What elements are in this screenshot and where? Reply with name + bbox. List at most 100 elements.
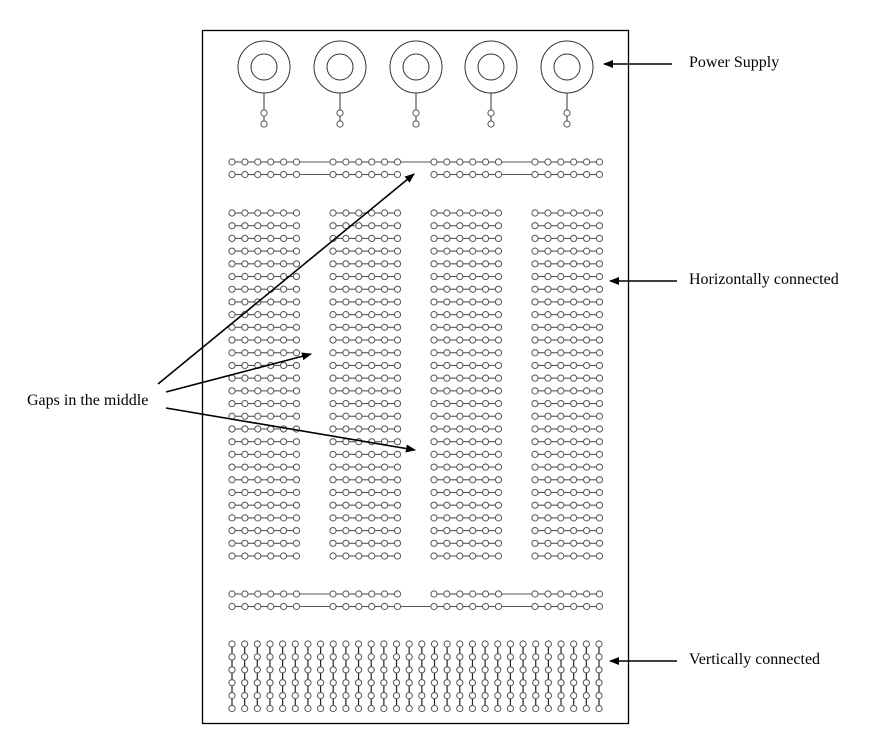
- hole: [342, 311, 350, 319]
- hole: [583, 463, 591, 471]
- hole: [368, 552, 376, 560]
- hole: [280, 170, 288, 179]
- hole: [316, 640, 325, 648]
- hole: [570, 679, 578, 687]
- power-terminal: [237, 40, 291, 128]
- hole-strip: [430, 539, 503, 547]
- hole: [570, 311, 578, 319]
- hole: [241, 222, 249, 230]
- hole: [354, 653, 363, 661]
- hole: [469, 272, 477, 281]
- hole: [228, 501, 236, 509]
- hole: [368, 501, 376, 509]
- vertical-column: [228, 640, 236, 713]
- hole: [329, 679, 337, 687]
- hole: [456, 450, 464, 458]
- hole: [393, 399, 402, 408]
- hole: [280, 501, 288, 509]
- hole: [544, 514, 552, 522]
- hole: [557, 374, 565, 382]
- hole: [544, 387, 552, 395]
- power-terminal: [540, 40, 594, 128]
- hole: [228, 285, 236, 293]
- hole: [329, 526, 337, 535]
- hole: [381, 336, 389, 344]
- main-row: [228, 209, 604, 217]
- hole: [292, 323, 301, 331]
- hole-strip: [228, 349, 301, 357]
- hole: [393, 438, 402, 446]
- hole: [482, 311, 490, 319]
- hole: [355, 590, 363, 598]
- hole: [405, 679, 413, 687]
- hole: [292, 349, 301, 357]
- hole: [368, 412, 376, 420]
- hole: [557, 234, 565, 243]
- hole: [241, 412, 249, 420]
- hole: [267, 298, 275, 306]
- hole: [494, 298, 503, 306]
- hole: [494, 552, 503, 560]
- hole: [228, 526, 236, 535]
- hole: [292, 399, 301, 408]
- hole: [443, 450, 451, 458]
- hole-strip: [329, 425, 402, 433]
- hole: [583, 476, 591, 484]
- hole: [544, 209, 552, 217]
- hole-strip: [531, 463, 604, 471]
- hole: [241, 438, 249, 446]
- hole: [531, 285, 539, 293]
- hole: [456, 653, 464, 661]
- main-row: [228, 298, 604, 306]
- hole: [469, 349, 477, 357]
- hole: [557, 666, 565, 674]
- hole: [494, 170, 503, 179]
- hole: [430, 247, 438, 255]
- power-terminal: [464, 40, 518, 128]
- hole: [532, 666, 540, 674]
- hole: [381, 272, 389, 281]
- hole: [557, 260, 565, 268]
- hole: [342, 488, 350, 497]
- hole: [456, 285, 464, 293]
- hole-strip: [329, 476, 402, 484]
- hole: [329, 399, 337, 408]
- hole: [456, 526, 464, 535]
- hole: [494, 311, 503, 319]
- hole: [368, 158, 376, 166]
- hole-strip: [430, 374, 503, 382]
- hole: [531, 272, 539, 281]
- hole-strip: [329, 285, 402, 293]
- hole: [531, 399, 539, 408]
- hole: [570, 247, 578, 255]
- hole: [570, 438, 578, 446]
- hole: [443, 323, 451, 331]
- hole: [544, 158, 552, 166]
- hole: [583, 260, 591, 268]
- hole: [443, 285, 451, 293]
- hole: [381, 399, 389, 408]
- hole: [368, 285, 376, 293]
- hole: [557, 222, 565, 230]
- hole: [254, 399, 262, 408]
- hole: [292, 552, 301, 560]
- hole: [267, 170, 275, 179]
- hole: [456, 539, 464, 547]
- hole: [342, 323, 350, 331]
- hole: [469, 399, 477, 408]
- hole-strip: [531, 222, 604, 230]
- hole-strip: [430, 463, 503, 471]
- hole: [316, 704, 325, 713]
- hole: [595, 704, 603, 713]
- hole: [342, 272, 350, 281]
- hole: [482, 158, 490, 166]
- hole: [456, 298, 464, 306]
- hole: [430, 640, 439, 648]
- hole: [304, 640, 312, 648]
- main-row: [228, 260, 604, 268]
- hole: [544, 526, 552, 535]
- hole: [381, 501, 389, 509]
- hole: [544, 539, 552, 547]
- hole: [456, 425, 464, 433]
- hole: [267, 399, 275, 408]
